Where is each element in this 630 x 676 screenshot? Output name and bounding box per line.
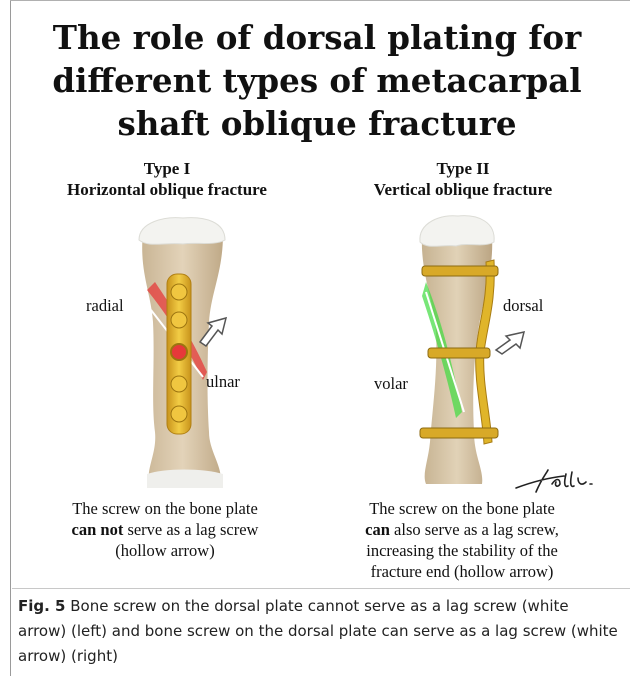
caption-line: increasing the stability of the [312, 540, 612, 561]
caption-text: serve as a lag screw [123, 520, 258, 539]
hollow-arrow-right [492, 326, 536, 360]
screw [428, 348, 490, 358]
title-line-1: The role of dorsal plating for [14, 16, 620, 59]
screw [171, 312, 187, 328]
label-volar: volar [374, 374, 408, 394]
type-ii-subtitle: Vertical oblique fracture [318, 179, 608, 200]
figure-caption-text: Bone screw on the dorsal plate cannot se… [18, 597, 618, 665]
type-i-heading: Type I Horizontal oblique fracture [22, 158, 312, 200]
screw-hole [171, 344, 187, 360]
type-ii-label: Type II [318, 158, 608, 179]
type-i-subtitle: Horizontal oblique fracture [22, 179, 312, 200]
screw [171, 284, 187, 300]
screw [171, 376, 187, 392]
frame-top-border [10, 0, 630, 1]
type-ii-caption: The screw on the bone plate can also ser… [312, 498, 612, 582]
screw [171, 406, 187, 422]
caption-line: can not serve as a lag screw [15, 519, 315, 540]
caption-divider [12, 588, 630, 589]
frame-left-border [10, 0, 11, 676]
caption-line: The screw on the bone plate [15, 498, 315, 519]
label-ulnar: ulnar [206, 372, 240, 392]
label-radial: radial [86, 296, 124, 316]
title-line-3: shaft oblique fracture [14, 102, 620, 145]
figure-number: Fig. 5 [18, 597, 65, 615]
title-line-2: different types of metacarpal [14, 59, 620, 102]
type-ii-heading: Type II Vertical oblique fracture [318, 158, 608, 200]
bone-head-cartilage [420, 216, 494, 247]
caption-line: can also serve as a lag screw, [312, 519, 612, 540]
screw [420, 428, 498, 438]
caption-line: The screw on the bone plate [312, 498, 612, 519]
caption-line: (hollow arrow) [15, 540, 315, 561]
figure-caption: Fig. 5 Bone screw on the dorsal plate ca… [18, 594, 618, 669]
figure-title: The role of dorsal plating for different… [14, 16, 620, 145]
caption-emphasis: can not [72, 520, 124, 539]
label-dorsal: dorsal [503, 296, 543, 316]
type-i-label: Type I [22, 158, 312, 179]
bone-base-cartilage [147, 470, 223, 489]
type-i-caption: The screw on the bone plate can not serv… [15, 498, 315, 561]
caption-emphasis: can [365, 520, 390, 539]
caption-text: also serve as a lag screw, [390, 520, 559, 539]
screw [422, 266, 498, 276]
hollow-arrow-left [196, 314, 238, 352]
artist-signature [512, 464, 602, 498]
caption-line: fracture end (hollow arrow) [312, 561, 612, 582]
bone-head-cartilage [139, 218, 225, 245]
